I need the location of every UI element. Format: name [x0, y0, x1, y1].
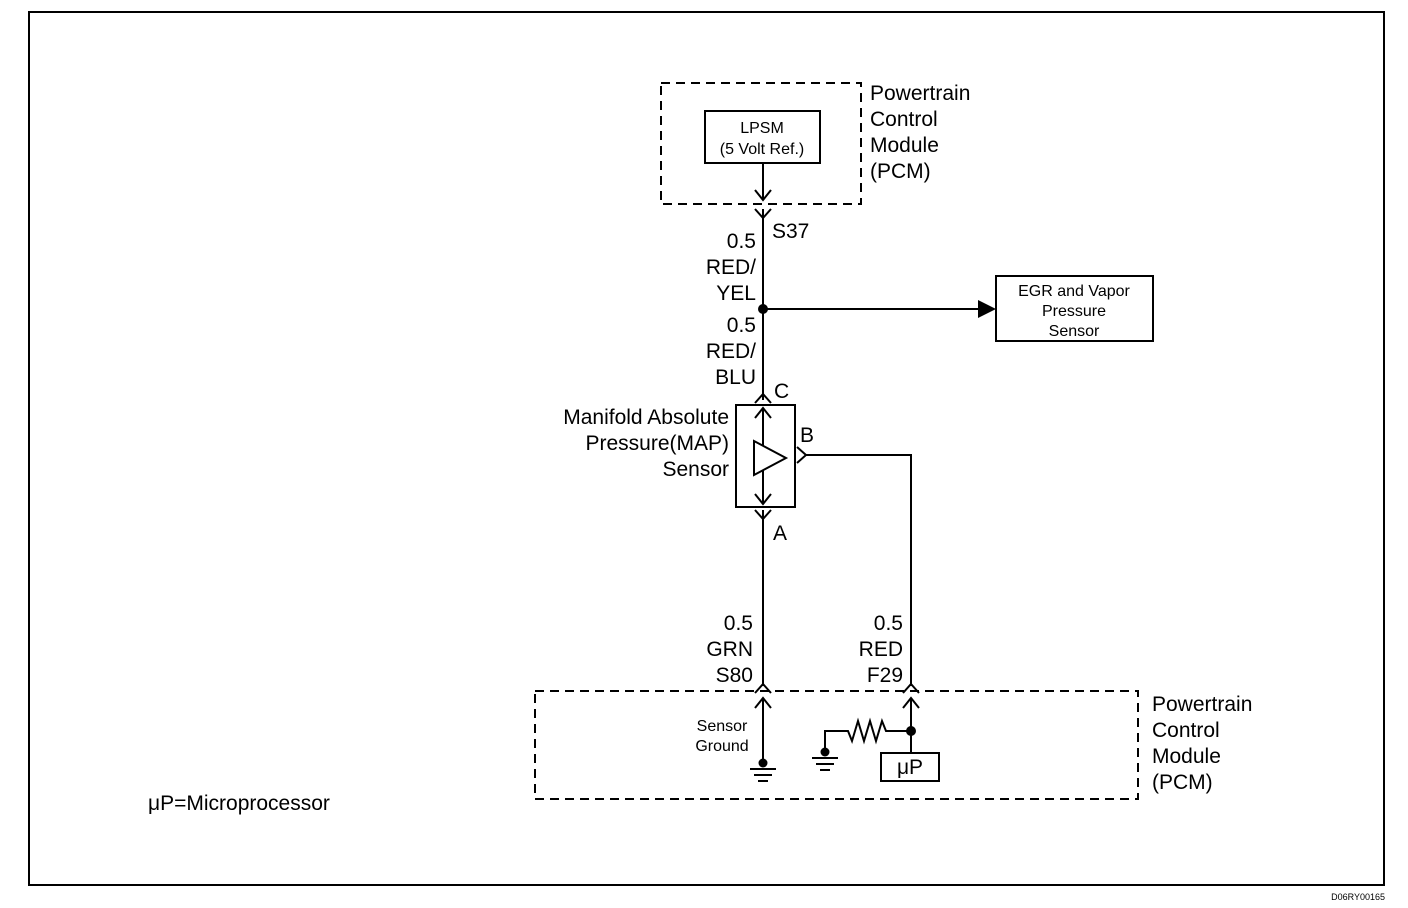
wire-red-blu-gauge: 0.5: [727, 314, 756, 337]
sensor-ground-arrowhead: [754, 696, 772, 709]
wire-red-yel-color1: RED/: [706, 256, 756, 279]
map-pin-a-label: A: [773, 522, 787, 545]
wire-grn-gauge: 0.5: [724, 612, 753, 635]
diagram-frame: [28, 11, 1385, 886]
signal-input-arrowhead: [902, 696, 920, 709]
map-sensor-label-line1: Manifold Absolute: [563, 406, 729, 429]
microprocessor-box: [880, 752, 940, 782]
map-pin-c-connector: [754, 392, 772, 404]
map-sensor-label-line2: Pressure(MAP): [585, 432, 729, 455]
f29-connector: [902, 682, 920, 694]
figure-code: D06RY00165: [1331, 892, 1385, 902]
pcm-bottom-label-line1: Powertrain: [1152, 693, 1252, 716]
sensor-ground-icon: [750, 768, 776, 782]
sensor-ground-label-line2: Ground: [695, 738, 748, 755]
pcm-bottom-label-line2: Control: [1152, 719, 1220, 742]
lpsm-sublabel: (5 Volt Ref.): [720, 141, 804, 158]
s37-pin-label: S37: [772, 220, 809, 243]
map-pin-b-connector: [796, 446, 808, 464]
pulldown-ground-node: [820, 747, 830, 757]
lpsm-arrowhead: [754, 189, 772, 202]
map-pin-c-label: C: [774, 380, 789, 403]
map-pin-b-label: B: [800, 424, 814, 447]
wire-red-gauge: 0.5: [874, 612, 903, 635]
pcm-top-label-line4: (PCM): [870, 160, 931, 183]
microprocessor-label: μP: [897, 756, 923, 779]
pulldown-resistor: [824, 717, 911, 749]
pulldown-ground-icon: [812, 757, 838, 771]
s80-connector: [754, 682, 772, 694]
map-amplifier-symbol: [753, 439, 789, 477]
wire-red-signal: [806, 454, 912, 686]
pcm-bottom-label-line3: Module: [1152, 745, 1221, 768]
lpsm-label: LPSM: [740, 120, 784, 137]
pcm-top-label-line1: Powertrain: [870, 82, 970, 105]
pcm-bottom-label-line4: (PCM): [1152, 771, 1213, 794]
wire-grn-pin: S80: [716, 664, 753, 687]
wire-grn-color: GRN: [706, 638, 753, 661]
egr-sensor-line3: Sensor: [1049, 323, 1100, 340]
egr-arrowhead: [978, 300, 996, 318]
sensor-ground-node: [758, 758, 768, 768]
map-internal-arrow-up: [754, 406, 772, 419]
legend-microprocessor: μP=Microprocessor: [148, 792, 330, 815]
lpsm-box: [704, 110, 821, 164]
egr-vapor-sensor-box: [995, 275, 1154, 342]
pcm-top-label-line2: Control: [870, 108, 938, 131]
wire-red-color: RED: [859, 638, 903, 661]
wire-red-yel-color2: YEL: [716, 282, 756, 305]
wire-red-yel-gauge: 0.5: [727, 230, 756, 253]
map-internal-arrow-down: [754, 493, 772, 506]
egr-sensor-line2: Pressure: [1042, 303, 1106, 320]
wire-red-blu-color1: RED/: [706, 340, 756, 363]
wire-red-blu-color2: BLU: [715, 366, 756, 389]
pcm-bottom-boundary: [534, 690, 1139, 800]
pcm-top-label-line3: Module: [870, 134, 939, 157]
sensor-ground-label-line1: Sensor: [697, 718, 748, 735]
pcm-top-boundary: [660, 82, 862, 205]
map-sensor-label-line3: Sensor: [662, 458, 729, 481]
egr-sensor-line1: EGR and Vapor: [1018, 283, 1130, 300]
wire-red-pin: F29: [867, 664, 903, 687]
